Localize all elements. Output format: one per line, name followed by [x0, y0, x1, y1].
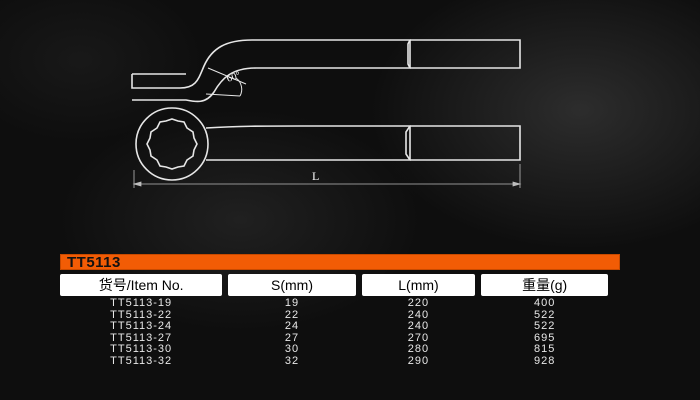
- cell-l: 220: [407, 297, 430, 309]
- cell-l: 290: [407, 354, 430, 367]
- cell-l: 240: [407, 308, 430, 321]
- cell-s: 27: [284, 331, 300, 344]
- table-row: TT5113-27 27 270 695: [60, 331, 608, 345]
- length-dimension: [132, 164, 522, 188]
- cell-l: 240: [407, 320, 430, 332]
- cell-s: 32: [284, 354, 300, 367]
- table-header-row: 货号/Item No. S(mm) L(mm) 重量(g): [60, 274, 608, 296]
- column-header-s: S(mm): [228, 274, 356, 296]
- specification-table: 货号/Item No. S(mm) L(mm) 重量(g) TT5113-19 …: [54, 274, 614, 367]
- column-header-weight: 重量(g): [481, 274, 608, 296]
- length-label: L: [312, 169, 319, 183]
- angle-annotation: [205, 67, 247, 97]
- table-row: TT5113-32 32 290 928: [60, 354, 608, 368]
- cell-weight: 928: [533, 354, 556, 367]
- cell-item-no: TT5113-32: [110, 354, 173, 367]
- wrench-side-view: [131, 39, 521, 103]
- cell-weight: 522: [533, 320, 556, 332]
- cell-item-no: TT5113-19: [110, 297, 173, 309]
- ring-socket-icon: [146, 118, 198, 170]
- product-code: TT5113: [67, 254, 121, 271]
- cell-item-no: TT5113-30: [110, 343, 173, 355]
- cell-item-no: TT5113-24: [110, 320, 173, 332]
- cell-s: 19: [284, 297, 300, 309]
- cell-weight: 522: [533, 308, 556, 321]
- table-row: TT5113-30 30 280 815: [60, 343, 608, 356]
- cell-item-no: TT5113-22: [110, 308, 173, 321]
- table-row: TT5113-19 19 220 400: [60, 296, 608, 310]
- angle-label: 60°: [225, 70, 242, 85]
- column-header-l: L(mm): [361, 274, 476, 296]
- cell-weight: 400: [533, 297, 556, 309]
- cell-l: 280: [407, 343, 430, 355]
- cell-l: 270: [407, 331, 430, 344]
- table-row: TT5113-22 22 240 522: [60, 308, 608, 322]
- wrench-top-view: [135, 107, 521, 181]
- table-row: TT5113-24 24 240 522: [60, 320, 608, 333]
- wrench-technical-drawing: 60° L: [131, 39, 522, 188]
- product-code-banner: TT5113: [60, 254, 620, 271]
- cell-s: 24: [284, 320, 300, 332]
- cell-weight: 695: [533, 331, 556, 344]
- cell-item-no: TT5113-27: [110, 331, 173, 344]
- column-header-item-no: 货号/Item No.: [60, 274, 223, 296]
- cell-weight: 815: [533, 343, 556, 355]
- cell-s: 22: [284, 308, 300, 321]
- cell-s: 30: [284, 343, 300, 355]
